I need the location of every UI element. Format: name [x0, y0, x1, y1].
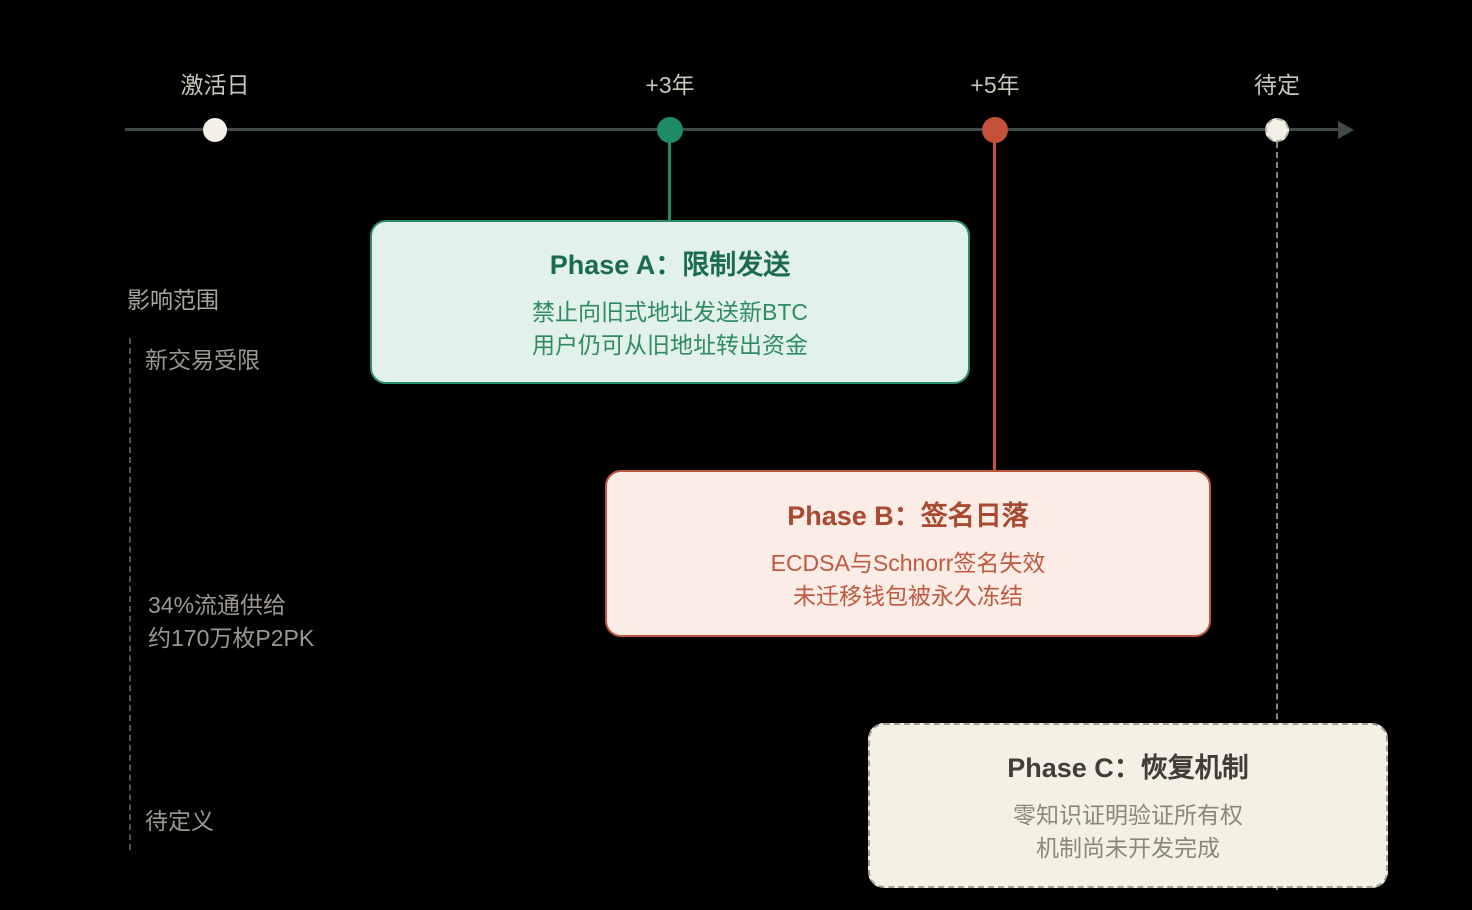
phase-a-title: Phase A：限制发送: [549, 249, 791, 280]
connector-phase-c-dashed: [1276, 142, 1278, 890]
timeline-label-plus5y: +5年: [970, 72, 1020, 98]
timeline-label-activation: 激活日: [180, 72, 250, 98]
timeline-label-tbd: 待定: [1254, 72, 1300, 98]
connector-phase-a: [668, 142, 671, 224]
phase-c-line1: 零知识证明验证所有权: [1013, 802, 1243, 828]
phase-a-line2: 用户仍可从旧地址转出资金: [532, 331, 808, 358]
timeline-arrow-icon: [1338, 121, 1354, 139]
phase-a-line1: 禁止向旧式地址发送新BTC: [532, 298, 808, 325]
phase-c-card: Phase C：恢复机制 零知识证明验证所有权 机制尚未开发完成: [868, 723, 1388, 888]
phase-b-card: Phase B：签名日落 ECDSA与Schnorr签名失效 未迁移钱包被永久冻…: [605, 470, 1211, 637]
impact-axis-dashed-line: [129, 338, 131, 850]
timeline-dot-phase-a: [657, 117, 683, 143]
phase-a-card: Phase A：限制发送 禁止向旧式地址发送新BTC 用户仍可从旧地址转出资金: [370, 220, 970, 384]
impact-scope-header: 影响范围: [127, 287, 219, 313]
phase-b-line1: ECDSA与Schnorr签名失效: [770, 550, 1046, 576]
impact-label-supply-p2pk: 约170万枚P2PK: [148, 625, 315, 651]
timeline-dot-phase-b: [982, 117, 1008, 143]
timeline-axis: [125, 128, 1340, 131]
impact-label-tbd: 待定义: [145, 808, 214, 834]
timeline-dot-tbd: [1265, 118, 1289, 142]
phase-b-title: Phase B：签名日落: [787, 501, 1029, 531]
connector-phase-b: [993, 142, 996, 472]
timeline-label-plus3y: +3年: [645, 72, 695, 98]
phase-c-line2: 机制尚未开发完成: [1036, 835, 1220, 861]
phase-c-title: Phase C：恢复机制: [1007, 753, 1249, 783]
phase-b-line2: 未迁移钱包被永久冻结: [793, 583, 1023, 609]
timeline-dot-activation: [203, 118, 227, 142]
impact-label-new-transactions: 新交易受限: [145, 347, 260, 373]
impact-label-supply-percent: 34%流通供给: [148, 592, 287, 618]
